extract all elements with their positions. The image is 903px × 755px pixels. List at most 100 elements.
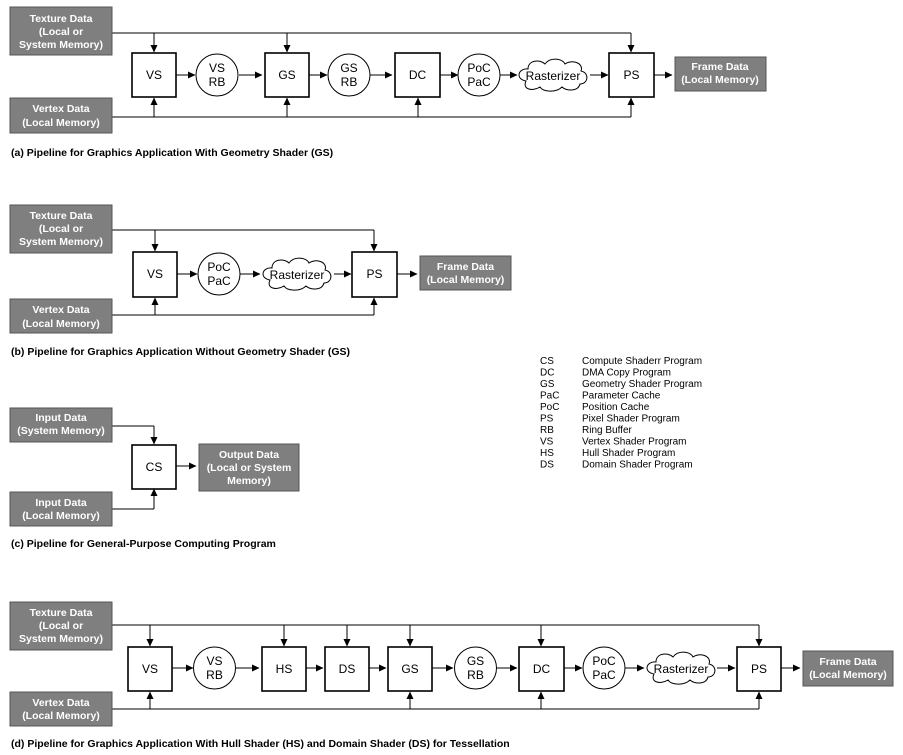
legend-desc: DMA Copy Program bbox=[582, 368, 671, 379]
rasterizer-node: Rasterizer bbox=[518, 58, 588, 92]
legend-desc: Position Cache bbox=[582, 402, 650, 413]
dc-d-label: DC bbox=[533, 662, 551, 676]
legend-desc: Compute Shaderr Program bbox=[582, 356, 702, 367]
dc-label: DC bbox=[409, 68, 427, 82]
caption-b: (b) Pipeline for Graphics Application Wi… bbox=[11, 346, 350, 358]
poc-pac-b-line2: PaC bbox=[207, 274, 231, 288]
texture-data-line3: System Memory) bbox=[19, 39, 103, 51]
legend-row: HS Hull Shader Program bbox=[540, 448, 675, 459]
frame-data-b-line1: Frame Data bbox=[437, 261, 494, 273]
legend-desc: Hull Shader Program bbox=[582, 448, 675, 459]
poc-pac-node-b: PoC PaC bbox=[197, 252, 241, 296]
legend-abbr: CS bbox=[540, 356, 554, 367]
gs-node: GS bbox=[264, 52, 310, 98]
legend-row: DS Domain Shader Program bbox=[540, 460, 693, 471]
output-data-line3: Memory) bbox=[227, 475, 271, 487]
legend-row: PoC Position Cache bbox=[540, 402, 650, 413]
cs-label: CS bbox=[146, 460, 163, 474]
poc-pac-line2: PaC bbox=[467, 75, 491, 89]
vs-node: VS bbox=[131, 52, 177, 98]
hs-label: HS bbox=[276, 662, 293, 676]
diagram-a: Texture Data (Local or System Memory) Ve… bbox=[9, 6, 767, 159]
hs-node: HS bbox=[261, 646, 307, 692]
ps-b-label: PS bbox=[366, 267, 382, 281]
vs-rb-d-line1: VS bbox=[206, 654, 222, 668]
legend-row: PS Pixel Shader Program bbox=[540, 414, 680, 425]
gs-rb-line1: GS bbox=[340, 61, 357, 75]
gs-node-d: GS bbox=[387, 646, 433, 692]
frame-data-block-d: Frame Data (Local Memory) bbox=[802, 650, 894, 687]
texture-data-line2: (Local or bbox=[39, 26, 83, 38]
legend-abbr: PoC bbox=[540, 402, 559, 413]
gs-rb-node: GS RB bbox=[327, 53, 371, 97]
frame-data-d-line1: Frame Data bbox=[819, 656, 876, 668]
gs-d-label: GS bbox=[401, 662, 418, 676]
legend-row: DC DMA Copy Program bbox=[540, 368, 671, 379]
texture-data-b-line1: Texture Data bbox=[30, 210, 93, 222]
input-data-local-block: Input Data (Local Memory) bbox=[9, 491, 113, 527]
rasterizer-b-label: Rasterizer bbox=[270, 268, 325, 282]
ps-node-d: PS bbox=[736, 646, 782, 692]
vs-node-b: VS bbox=[132, 251, 178, 298]
caption-a: (a) Pipeline for Graphics Application Wi… bbox=[11, 147, 333, 159]
vertex-data-block-d: Vertex Data (Local Memory) bbox=[9, 691, 113, 727]
vertex-data-line1: Vertex Data bbox=[32, 103, 89, 115]
texture-data-b-line3: System Memory) bbox=[19, 236, 103, 248]
texture-data-block-b: Texture Data (Local or System Memory) bbox=[9, 204, 113, 254]
legend-abbr: GS bbox=[540, 379, 555, 390]
input-data-system-block: Input Data (System Memory) bbox=[9, 407, 113, 443]
texture-data-block: Texture Data (Local or System Memory) bbox=[9, 6, 113, 56]
legend-desc: Pixel Shader Program bbox=[582, 414, 680, 425]
ds-node: DS bbox=[324, 646, 370, 692]
legend-row: CS Compute Shaderr Program bbox=[540, 356, 702, 367]
legend-abbr: PS bbox=[540, 414, 554, 425]
dc-node: DC bbox=[394, 52, 441, 98]
frame-data-line1: Frame Data bbox=[691, 61, 748, 73]
diagram-d: Texture Data (Local or System Memory) Ve… bbox=[9, 601, 894, 750]
legend-abbr: DS bbox=[540, 460, 554, 471]
gs-rb-d-line1: GS bbox=[467, 654, 484, 668]
vs-rb-line2: RB bbox=[209, 75, 226, 89]
vertex-data-line2: (Local Memory) bbox=[22, 117, 100, 129]
legend-desc: Ring Buffer bbox=[582, 425, 633, 436]
poc-pac-d-line2: PaC bbox=[592, 668, 616, 682]
poc-pac-d-line1: PoC bbox=[592, 654, 616, 668]
dc-node-d: DC bbox=[518, 646, 565, 692]
legend-abbr: DC bbox=[540, 368, 554, 379]
vs-rb-node-d: VS RB bbox=[193, 646, 236, 690]
rasterizer-node-b: Rasterizer bbox=[262, 257, 332, 291]
rasterizer-label: Rasterizer bbox=[526, 69, 581, 83]
legend-row: RB Ring Buffer bbox=[540, 425, 633, 436]
legend-abbr: RB bbox=[540, 425, 554, 436]
rasterizer-node-d: Rasterizer bbox=[646, 651, 716, 685]
vs-rb-line1: VS bbox=[209, 61, 225, 75]
legend-desc: Domain Shader Program bbox=[582, 460, 693, 471]
texture-data-b-line2: (Local or bbox=[39, 223, 83, 235]
vertex-data-block-b: Vertex Data (Local Memory) bbox=[9, 298, 113, 334]
input-data-system-line1: Input Data bbox=[35, 412, 86, 424]
texture-data-line1: Texture Data bbox=[30, 13, 93, 25]
gs-rb-d-line2: RB bbox=[467, 668, 484, 682]
vs-label: VS bbox=[146, 68, 162, 82]
frame-data-block-b: Frame Data (Local Memory) bbox=[419, 255, 512, 291]
output-data-line2: (Local or System bbox=[207, 462, 292, 474]
ps-label: PS bbox=[623, 68, 639, 82]
legend-desc: Geometry Shader Program bbox=[582, 379, 702, 390]
vertex-data-b-line1: Vertex Data bbox=[32, 304, 89, 316]
gs-rb-node-d: GS RB bbox=[454, 646, 497, 690]
gs-rb-line2: RB bbox=[341, 75, 358, 89]
frame-data-b-line2: (Local Memory) bbox=[427, 274, 505, 286]
legend-abbr: VS bbox=[540, 437, 554, 448]
output-data-line1: Output Data bbox=[219, 449, 279, 461]
texture-data-block-d: Texture Data (Local or System Memory) bbox=[9, 601, 113, 651]
caption-c: (c) Pipeline for General-Purpose Computi… bbox=[11, 538, 276, 550]
vertex-data-d-line2: (Local Memory) bbox=[22, 710, 100, 722]
legend-abbr: HS bbox=[540, 448, 554, 459]
vertex-data-d-line1: Vertex Data bbox=[32, 697, 89, 709]
ds-label: DS bbox=[339, 662, 356, 676]
ps-d-label: PS bbox=[751, 662, 767, 676]
rasterizer-d-label: Rasterizer bbox=[654, 662, 709, 676]
legend-desc: Vertex Shader Program bbox=[582, 437, 687, 448]
poc-pac-b-line1: PoC bbox=[207, 260, 231, 274]
